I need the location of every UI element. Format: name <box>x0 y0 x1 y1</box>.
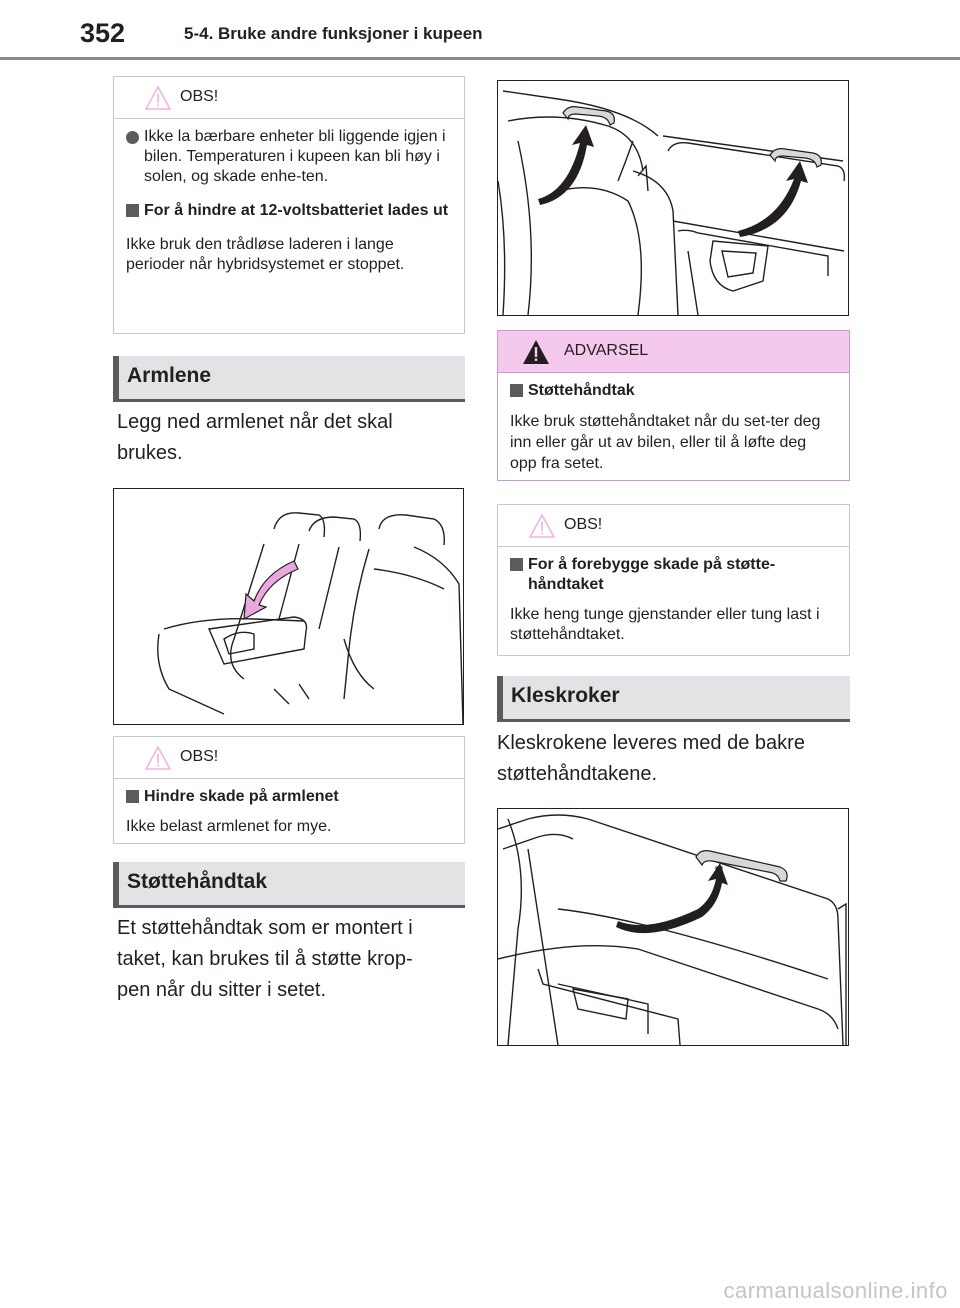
armlene-text-line-1: Legg ned armlenet når det skal <box>117 411 393 433</box>
up-arrow-icon <box>538 125 594 205</box>
obs-box-header: OBS! <box>114 737 464 779</box>
bullet-circle-icon <box>126 131 139 144</box>
caution-triangle-icon <box>144 85 172 110</box>
obs-subhead: For å hindre at 12-voltsbatteriet lades … <box>126 201 452 221</box>
section-heading-label: Armlene <box>127 364 212 387</box>
obs-text: Ikke bruk den trådløse laderen i lange p… <box>126 236 405 273</box>
grab-handle-rear-left <box>562 106 615 126</box>
armlene-body-text: Legg ned armlenet når det skal brukes. <box>117 407 467 469</box>
obs-text: Ikke heng tunge gjenstander eller tung l… <box>510 606 820 643</box>
obs-title: OBS! <box>564 516 603 533</box>
armrest-drawing <box>157 512 463 724</box>
obs-subhead-text: For å hindre at 12-voltsbatteriet lades … <box>144 202 449 219</box>
coat-hook-handle <box>695 850 788 882</box>
armlene-text-line-2: brukes. <box>117 442 183 464</box>
obs-box-portable-devices: OBS! Ikke la bærbare enheter bli liggend… <box>113 76 465 334</box>
advarsel-subhead-text: Støttehåndtak <box>528 382 635 399</box>
obs-subhead-text: For å forebygge skade på støtte-håndtake… <box>528 556 776 593</box>
bullet-square-icon <box>126 204 139 217</box>
advarsel-text: Ikke bruk støttehåndtaket når du set-ter… <box>510 413 821 472</box>
grab-handle-drawing <box>498 90 846 315</box>
section-heading-kleskroker: Kleskroker <box>497 676 850 722</box>
caution-triangle-icon <box>144 745 172 770</box>
section-heading-bar <box>113 356 119 399</box>
warning-triangle-icon <box>523 340 549 364</box>
obs-bullet: Ikke la bærbare enheter bli liggende igj… <box>126 127 452 187</box>
obs-box-header: OBS! <box>114 77 464 119</box>
section-heading-bar <box>113 862 119 905</box>
obs-box-armrest: OBS! Hindre skade på armlenet Ikke belas… <box>113 736 465 844</box>
kleskroker-body-text: Kleskrokene leveres med de bakre støtteh… <box>497 728 857 790</box>
header-rule <box>0 57 960 60</box>
obs-box-header: OBS! <box>498 505 849 547</box>
kles-text-line-1: Kleskrokene leveres med de bakre <box>497 732 805 754</box>
down-arrow-icon <box>243 560 299 621</box>
bullet-square-icon <box>510 558 523 571</box>
obs-title: OBS! <box>180 88 219 105</box>
advarsel-box: ADVARSEL Støttehåndtak Ikke bruk støtteh… <box>497 330 850 481</box>
stottehandtak-body-text: Et støttehåndtak som er montert i taket,… <box>117 913 467 1006</box>
obs-subhead: For å forebygge skade på støtte-håndtake… <box>510 555 837 595</box>
coat-hook-illustration <box>497 808 849 1046</box>
advarsel-title: ADVARSEL <box>564 342 649 359</box>
page-number: 352 <box>80 18 126 48</box>
bullet-square-icon <box>126 790 139 803</box>
grab-handle-rear-right <box>769 148 822 168</box>
obs-bullet-text: Ikke la bærbare enheter bli liggende igj… <box>144 128 446 185</box>
obs-title: OBS! <box>180 748 219 765</box>
section-heading-label: Støttehåndtak <box>127 870 268 893</box>
grab-handle-illustration <box>497 80 849 316</box>
up-arrow-icon <box>738 161 808 237</box>
section-heading-armlene: Armlene <box>113 356 465 402</box>
obs-box-grab-handle: OBS! For å forebygge skade på støtte-hån… <box>497 504 850 656</box>
watermark: carmanualsonline.info <box>723 1278 948 1303</box>
obs-subhead-text: Hindre skade på armlenet <box>144 788 339 805</box>
page-header: 352 5-4. Bruke andre funksjoner i kupeen <box>0 0 960 66</box>
section-heading-label: Kleskroker <box>511 684 620 707</box>
up-arrow-icon <box>616 863 728 934</box>
advarsel-subhead: Støttehåndtak <box>510 381 837 401</box>
advarsel-box-header: ADVARSEL <box>498 331 849 373</box>
chapter-title: 5-4. Bruke andre funksjoner i kupeen <box>184 24 483 43</box>
section-heading-bar <box>497 676 503 719</box>
stotte-text-line-2: taket, kan brukes til å støtte krop- <box>117 948 413 970</box>
coat-hook-drawing <box>498 814 847 1045</box>
armrest-illustration <box>113 488 464 725</box>
bullet-square-icon <box>510 384 523 397</box>
stotte-text-line-3: pen når du sitter i setet. <box>117 979 327 1001</box>
stotte-text-line-1: Et støttehåndtak som er montert i <box>117 917 413 939</box>
obs-text: Ikke belast armlenet for mye. <box>126 818 332 835</box>
kles-text-line-2: støttehåndtakene. <box>497 763 658 785</box>
caution-triangle-icon <box>528 513 556 538</box>
obs-subhead: Hindre skade på armlenet <box>126 787 452 807</box>
section-heading-stottehandtak: Støttehåndtak <box>113 862 465 908</box>
